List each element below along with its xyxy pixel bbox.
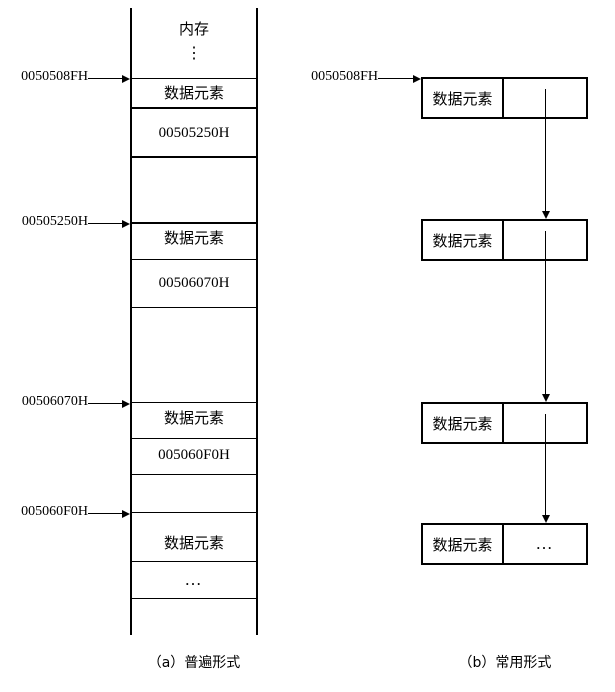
cell-divider-10 [130,561,258,562]
node-data-cell-1: 数据元素 [423,79,504,117]
cell-divider-8 [130,474,258,475]
memory-cell-data-2: 数据元素 [163,229,224,247]
address-label-4: 005060F0H [21,504,88,519]
address-arrow-head-1 [122,74,130,83]
cell-divider-4 [130,259,258,260]
node-box-4: 数据元素 … [421,523,588,565]
node-data-cell-4: 数据元素 [423,525,504,563]
cell-divider-2 [130,156,258,158]
cell-divider-0 [130,78,258,79]
cell-divider-6 [130,402,258,403]
cell-divider-1 [130,107,258,109]
memory-top-ellipsis: ⋮ [186,45,202,62]
node-link-line-2 [545,231,546,395]
node-box-3: 数据元素 [421,402,588,444]
memory-cell-pointer-1: 00505250H [158,125,230,141]
cell-divider-11 [130,598,258,599]
left-memory-diagram: 内存 ⋮ 数据元素 00505250H 数据元素 00506070H 数据元素 … [0,0,300,692]
address-label-3: 00506070H [21,394,88,409]
address-arrow-head-4 [122,509,130,518]
cell-divider-7 [130,438,258,439]
memory-cell-ellipsis: … [184,570,204,589]
memory-cell-pointer-3: 005060F0H [158,447,230,463]
memory-cell-data-1: 数据元素 [163,84,224,102]
address-arrow-line-4 [88,513,122,514]
cell-divider-3 [130,222,258,224]
node-box-2: 数据元素 [421,219,588,261]
entry-address-label: 0050508FH [311,69,378,84]
node-box-1: 数据元素 [421,77,588,119]
node-link-head-1 [541,211,550,219]
address-arrow-head-3 [122,399,130,408]
cell-divider-9 [130,512,258,513]
address-arrow-line-3 [88,403,122,404]
address-arrow-line-2 [88,223,122,224]
left-diagram-caption: （a）普遍形式 [147,655,241,671]
memory-cell-data-4: 数据元素 [163,534,224,552]
cell-divider-5 [130,307,258,308]
entry-arrow-head [413,74,421,83]
memory-cell-data-3: 数据元素 [163,409,224,427]
node-data-cell-2: 数据元素 [423,221,504,259]
address-arrow-line-1 [88,78,122,79]
node-pointer-cell-4: … [535,534,555,553]
entry-arrow-line [378,78,414,79]
memory-column-left-border [130,8,132,635]
node-data-cell-3: 数据元素 [423,404,504,442]
node-link-line-3 [545,414,546,516]
memory-column-right-border [256,8,258,635]
memory-cell-pointer-2: 00506070H [158,275,230,291]
memory-header-label: 内存 [178,20,209,38]
right-diagram-caption: （b）常用形式 [458,655,552,671]
address-arrow-head-2 [122,219,130,228]
node-link-head-2 [541,394,550,402]
address-label-1: 0050508FH [21,69,88,84]
address-label-2: 00505250H [21,214,88,229]
node-link-line-1 [545,89,546,213]
node-link-head-3 [541,515,550,523]
